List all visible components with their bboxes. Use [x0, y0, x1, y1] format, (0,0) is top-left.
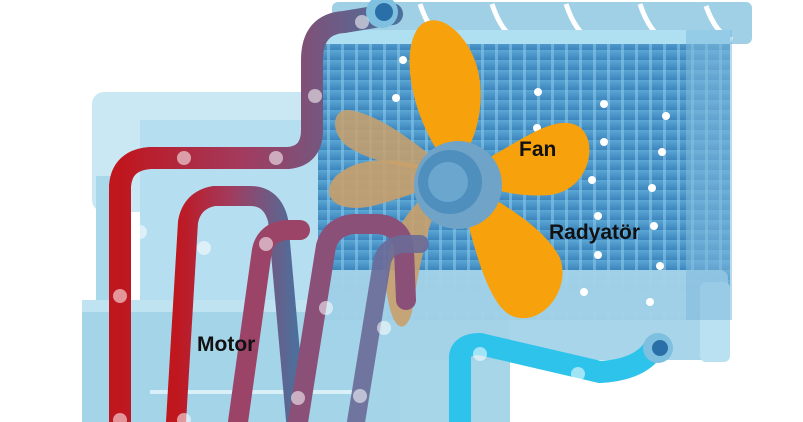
motor-label: Motor	[197, 333, 255, 357]
radiator-label: Radyatör	[549, 221, 640, 245]
fan-label: Fan	[519, 138, 556, 162]
